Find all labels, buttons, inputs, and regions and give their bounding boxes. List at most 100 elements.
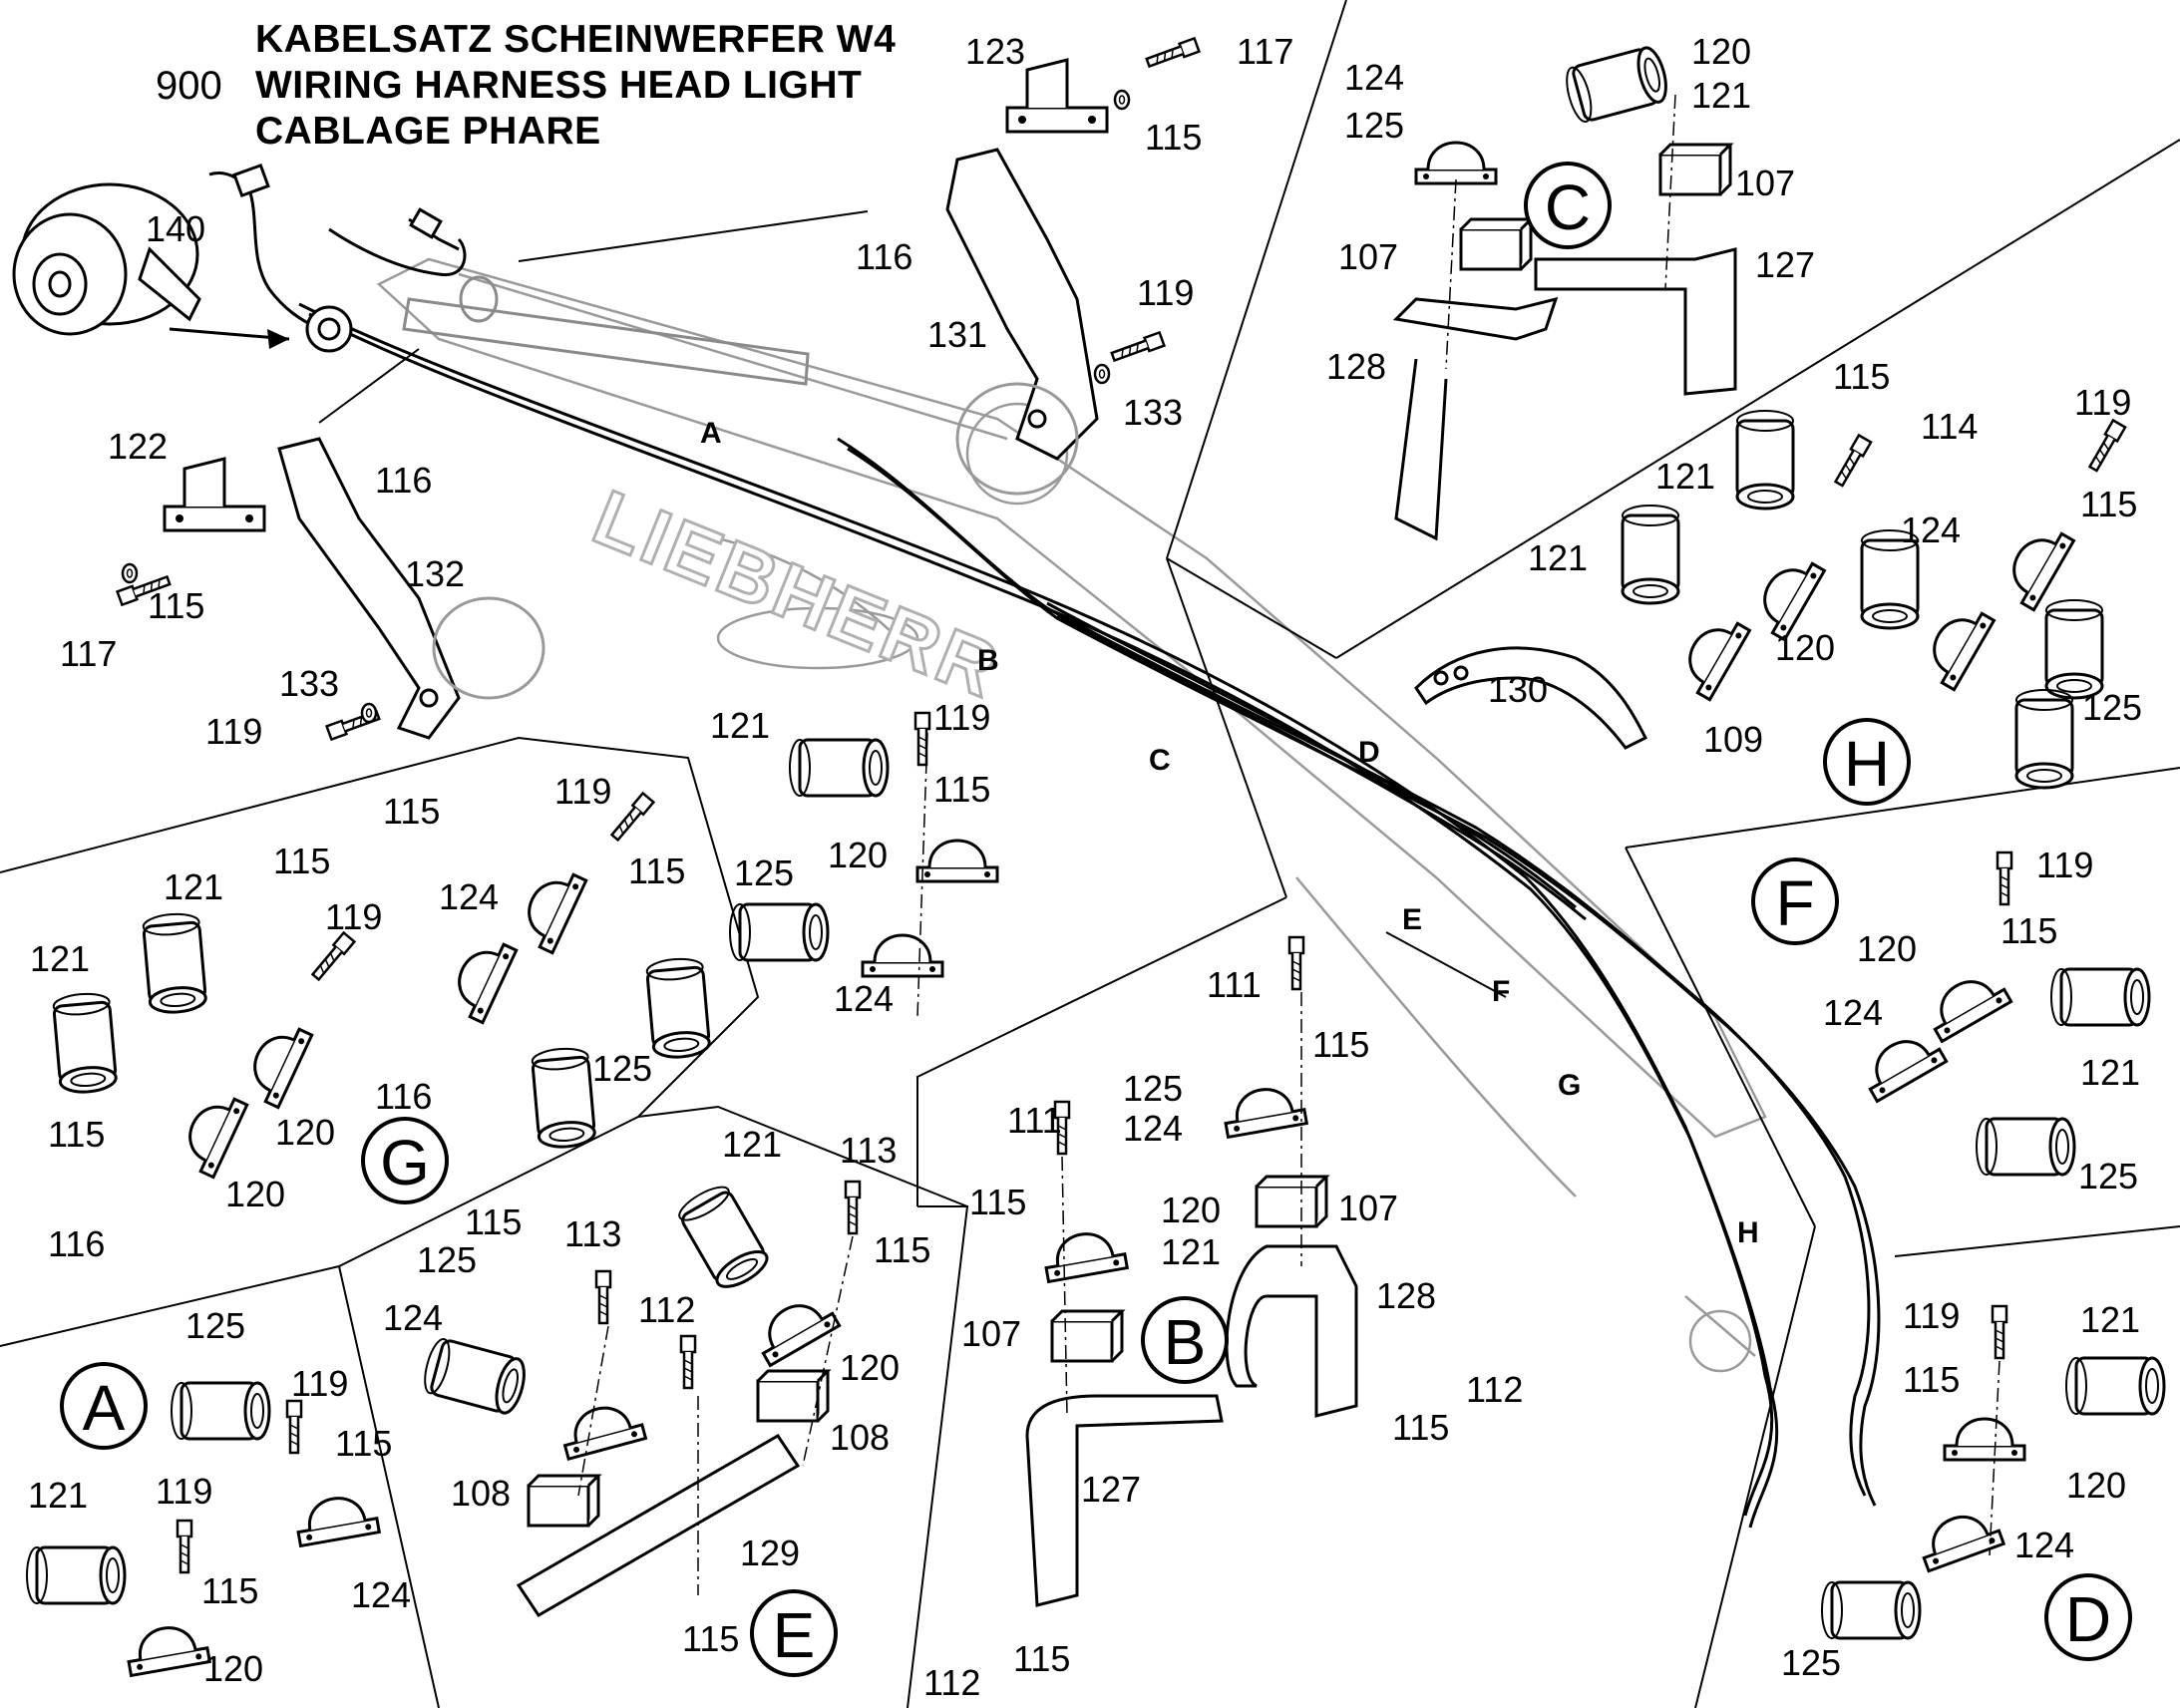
part-label: 107	[961, 1313, 1021, 1354]
part-label: 116	[48, 1223, 105, 1264]
group-number: 900	[156, 64, 222, 108]
part-label: 121	[722, 1124, 782, 1165]
part-label: 124	[1823, 992, 1883, 1033]
part-label: 115	[1312, 1024, 1369, 1065]
part-label: 119	[1137, 272, 1194, 313]
part-label: 117	[60, 633, 117, 674]
part-label: 121	[2080, 1052, 2140, 1093]
part-label: 120	[1691, 31, 1751, 72]
part-label: 119	[1903, 1295, 1960, 1336]
part-label: 115	[874, 1229, 930, 1270]
part-label: 125	[2082, 687, 2142, 728]
part-label: 128	[1376, 1275, 1436, 1316]
detail-parts	[25, 37, 2166, 1677]
part-label: 133	[1123, 392, 1183, 433]
part-label: 121	[30, 938, 90, 979]
lamp-bracket-130	[1414, 646, 1648, 750]
part-label: 121	[710, 705, 770, 746]
part-label: 115	[628, 851, 685, 891]
boom-label-b: B	[977, 644, 999, 677]
part-label: 124	[439, 876, 499, 917]
part-label: 121	[1161, 1231, 1221, 1272]
part-label: 116	[375, 460, 432, 501]
part-label: 120	[2066, 1465, 2126, 1506]
boom-callout-letters: A B C D E F G H	[700, 417, 1759, 1249]
part-label: 115	[48, 1114, 105, 1155]
part-label: 124	[1344, 57, 1404, 98]
part-label: 111	[1207, 964, 1262, 1005]
part-label: 120	[1857, 928, 1917, 969]
part-label: 115	[1392, 1407, 1449, 1448]
part-label: 115	[2080, 484, 2137, 524]
part-label: 120	[1161, 1190, 1221, 1230]
part-label: 115	[1903, 1359, 1960, 1400]
assembly-centerlines	[577, 94, 2000, 1595]
part-label: 119	[205, 711, 262, 752]
boom-label-c: C	[1149, 744, 1171, 777]
part-label: 114	[1921, 406, 1978, 447]
part-label: 115	[1145, 117, 1202, 158]
part-label: 121	[164, 866, 223, 907]
part-label: 115	[682, 1618, 739, 1659]
part-label: 115	[148, 585, 204, 626]
part-label: 107	[1735, 163, 1795, 203]
wiring-harness	[298, 302, 1881, 1529]
part-label: 116	[856, 236, 912, 277]
detail-circle-b: B	[1141, 1296, 1229, 1384]
detail-callout-circles: A B C D E F G H	[60, 162, 2132, 1677]
part-label: 108	[451, 1473, 511, 1514]
boom-label-f: F	[1492, 975, 1510, 1008]
svg-text:A: A	[83, 1372, 126, 1444]
part-label: 112	[638, 1289, 695, 1330]
title-german: KABELSATZ SCHEINWERFER W4	[255, 18, 897, 61]
part-label: 125	[417, 1239, 477, 1280]
part-label: 120	[275, 1112, 335, 1153]
boom-outline	[376, 257, 1767, 1373]
part-label: 127	[1755, 244, 1815, 285]
boom-label-e: E	[1402, 903, 1422, 936]
svg-text:G: G	[380, 1127, 430, 1198]
part-label: 119	[156, 1471, 212, 1512]
part-label: 121	[1528, 537, 1588, 578]
svg-text:D: D	[2065, 1583, 2111, 1655]
part-label: 133	[279, 663, 339, 704]
part-label: 115	[465, 1201, 522, 1242]
part-label: 129	[740, 1533, 800, 1573]
part-label: 125	[1781, 1642, 1841, 1683]
part-label: 117	[1237, 31, 1293, 72]
part-label: 119	[2074, 382, 2131, 423]
title-french: CABLAGE PHARE	[255, 110, 601, 153]
part-label: 112	[1466, 1369, 1523, 1410]
part-label: 119	[933, 697, 990, 738]
part-label: 119	[325, 896, 382, 937]
detail-circle-e: E	[750, 1589, 838, 1677]
hydraulic-cylinder	[402, 275, 810, 386]
lamp-bracket-132	[277, 437, 545, 740]
part-label: 125	[1123, 1068, 1183, 1109]
part-label: 140	[146, 208, 205, 249]
detail-circle-g: G	[361, 1117, 449, 1204]
part-label: 115	[1833, 356, 1890, 397]
part-label: 109	[1703, 719, 1763, 760]
part-label: 120	[225, 1174, 285, 1214]
boom-label-h: H	[1737, 1216, 1759, 1249]
part-label: 125	[185, 1305, 245, 1346]
part-label: 120	[828, 835, 888, 875]
harness-connector-end	[208, 163, 467, 353]
part-label: 121	[1655, 456, 1715, 497]
part-label: 115	[1013, 1638, 1070, 1679]
part-label: 123	[965, 31, 1025, 72]
head-light-lamp	[12, 182, 201, 336]
part-label: 124	[834, 978, 894, 1019]
part-label: 124	[383, 1297, 443, 1338]
part-label: 111	[1007, 1100, 1062, 1141]
part-label: 120	[1775, 627, 1835, 668]
part-label: 115	[335, 1423, 392, 1464]
part-label: 115	[969, 1182, 1026, 1222]
detail-circle-c: C	[1524, 162, 1612, 249]
part-label: 125	[592, 1048, 652, 1089]
boom-label-a: A	[700, 417, 722, 450]
part-number-labels: 140 123 117 115 116 119 131 133 122 116 …	[28, 31, 2142, 1703]
part-label: 125	[1344, 105, 1404, 146]
